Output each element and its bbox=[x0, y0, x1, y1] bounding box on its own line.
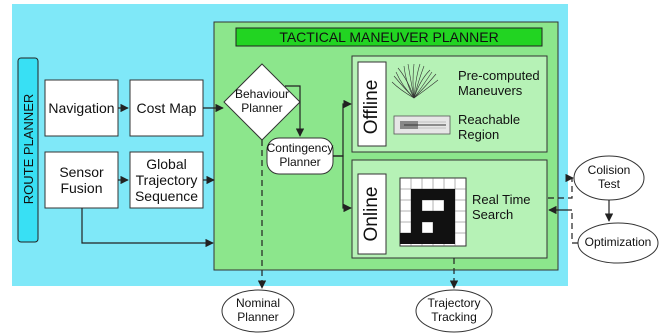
maneuver-tree-icon bbox=[391, 63, 439, 99]
search-grid-icon bbox=[399, 177, 467, 247]
precomputed-label: Pre-computed Maneuvers bbox=[458, 68, 540, 98]
global-trajectory-label: Global Trajectory Sequence bbox=[134, 155, 199, 205]
nominal-planner-label: Nominal Planner bbox=[235, 296, 280, 324]
route-planner-label: ROUTE PLANNER bbox=[20, 93, 36, 205]
nominal-planner-ellipse bbox=[221, 289, 295, 333]
tactical-title-bar bbox=[235, 27, 543, 47]
trajectory-tracking-label: Trajectory Tracking bbox=[427, 296, 481, 324]
contingency-to-online-arrow bbox=[333, 155, 352, 213]
cost-map-box bbox=[129, 79, 204, 137]
cost-map-label: Cost Map bbox=[136, 99, 197, 116]
navigation-box bbox=[44, 79, 119, 137]
route-planner-bar bbox=[17, 57, 39, 243]
realtime-label: Real Time Search bbox=[472, 192, 531, 222]
offline-label: Offline bbox=[361, 79, 382, 135]
reachable-region-icon bbox=[393, 115, 451, 135]
behaviour-planner-label: Behaviour Planner bbox=[234, 87, 290, 115]
fusion-to-tactical-arrow bbox=[81, 208, 214, 248]
navigation-label: Navigation bbox=[48, 99, 115, 116]
global-trajectory-box bbox=[129, 151, 204, 209]
tactical-title: TACTICAL MANEUVER PLANNER bbox=[279, 28, 499, 45]
collision-test-label: Colision Test bbox=[587, 163, 631, 191]
offline-label-box bbox=[357, 61, 387, 147]
online-label-box bbox=[357, 173, 387, 255]
online-to-collision-line bbox=[548, 178, 573, 199]
optimization-feedback-line bbox=[571, 210, 578, 244]
sensor-fusion-label: Sensor Fusion bbox=[59, 163, 104, 196]
behaviour-to-contingency-arrow bbox=[285, 85, 305, 137]
optimization-label: Optimization bbox=[584, 235, 652, 250]
trajectory-tracking-ellipse bbox=[415, 289, 493, 333]
contingency-planner-label: Contingency Planner bbox=[266, 141, 334, 169]
online-label: Online bbox=[361, 186, 382, 242]
reachable-label: Reachable Region bbox=[458, 112, 521, 142]
